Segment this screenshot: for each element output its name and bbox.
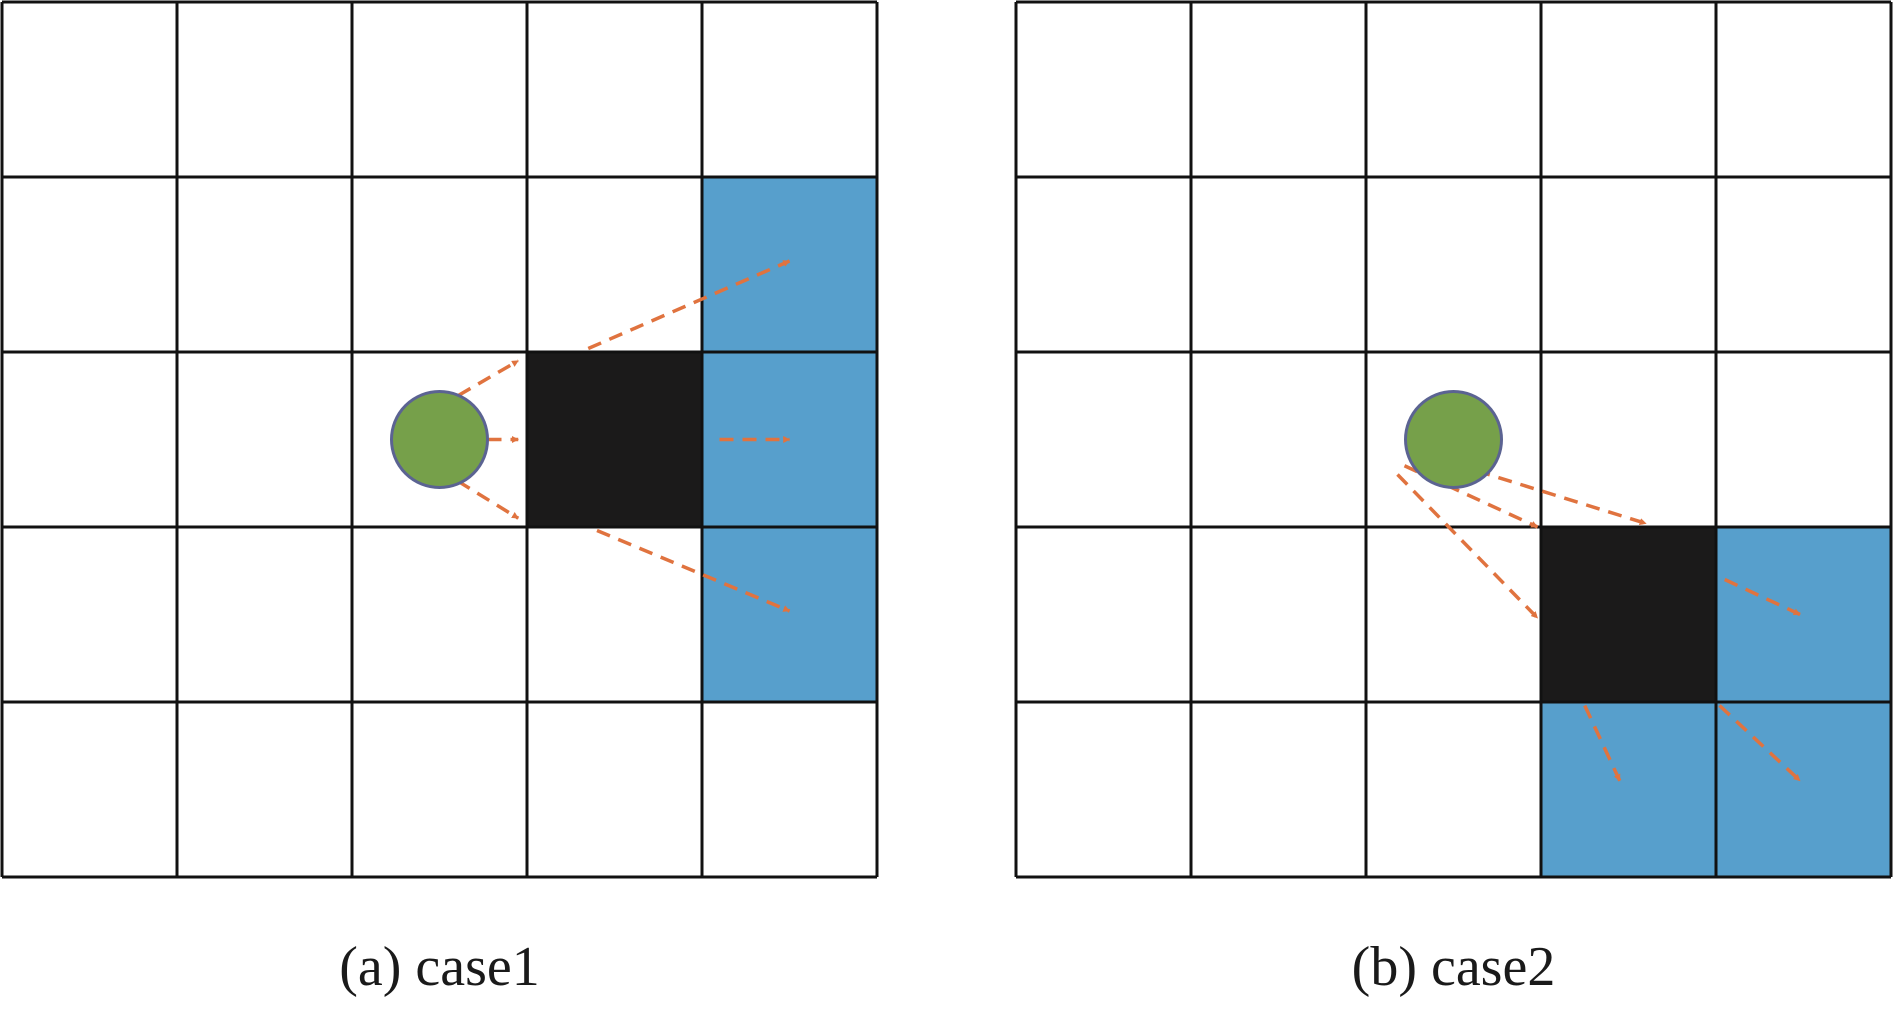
panel-case1-caption: (a) case1	[339, 936, 540, 998]
grid-cell	[702, 2, 877, 177]
grid-cell	[1016, 702, 1191, 877]
grid-cell	[1541, 352, 1716, 527]
grid-cell	[527, 177, 702, 352]
grid-cell	[352, 527, 527, 702]
grid-cell	[1016, 2, 1191, 177]
grid-cell	[1541, 177, 1716, 352]
panel-case1-cells	[2, 2, 877, 877]
grid-cell	[1191, 527, 1366, 702]
grid-cell	[177, 177, 352, 352]
grid-cell	[1716, 2, 1891, 177]
grid-cell	[527, 527, 702, 702]
grid-cell	[177, 352, 352, 527]
grid-cell	[1191, 177, 1366, 352]
shadow-cell	[1541, 702, 1716, 877]
grid-cell	[177, 2, 352, 177]
grid-cell	[1016, 177, 1191, 352]
grid-cell	[1366, 2, 1541, 177]
grid-cell	[1541, 2, 1716, 177]
grid-cell	[2, 702, 177, 877]
grid-cell	[352, 2, 527, 177]
sight-ray-arrow	[587, 259, 791, 351]
grid-cell	[1366, 527, 1541, 702]
grid-cell	[1016, 352, 1191, 527]
grid-cell	[2, 352, 177, 527]
grid-cell	[527, 2, 702, 177]
grid-cell	[1191, 2, 1366, 177]
sight-ray-arrow	[417, 359, 520, 421]
agent-marker	[390, 390, 489, 489]
grid-cell	[352, 177, 527, 352]
panel-case2-grid	[1014, 0, 1893, 879]
sight-ray-arrow	[1583, 704, 1622, 782]
grid-cell	[1716, 177, 1891, 352]
sight-ray-arrow	[1431, 455, 1647, 526]
grid-cell	[2, 527, 177, 702]
grid-cell	[1716, 352, 1891, 527]
sight-ray-arrow	[1718, 704, 1802, 783]
grid-cell	[2, 177, 177, 352]
panel-case2-cells	[1016, 2, 1891, 877]
agent-marker	[1404, 390, 1503, 489]
sight-ray-arrow	[596, 528, 791, 613]
shadow-cell	[1716, 527, 1891, 702]
panel-case1-grid	[0, 0, 879, 879]
panel-case1: (a) case1	[0, 0, 879, 998]
grid-cell	[702, 702, 877, 877]
grid-cell	[1366, 177, 1541, 352]
obstacle-cell	[527, 352, 702, 527]
sight-ray-arrow	[1396, 473, 1539, 620]
grid-cell	[2, 2, 177, 177]
grid-cell	[1016, 527, 1191, 702]
grid-cell	[527, 702, 702, 877]
grid-cell	[177, 702, 352, 877]
panel-case2: (b) case2	[1014, 0, 1893, 998]
obstacle-cell	[1541, 527, 1716, 702]
grid-cell	[177, 527, 352, 702]
panel-case2-caption: (b) case2	[1352, 936, 1556, 998]
grid-cell	[1366, 702, 1541, 877]
grid-cell	[352, 702, 527, 877]
grid-cell	[1191, 702, 1366, 877]
sight-ray-arrow	[417, 455, 520, 520]
shadow-cell	[702, 527, 877, 702]
grid-cell	[1191, 352, 1366, 527]
sight-ray-arrow	[1724, 577, 1801, 617]
shadow-cell	[702, 177, 877, 352]
